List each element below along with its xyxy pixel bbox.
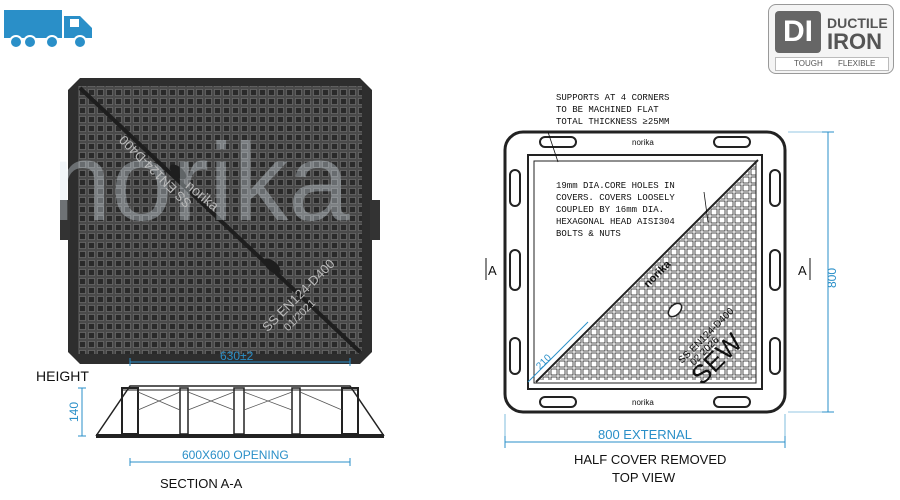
note-supports-line: SUPPORTS AT 4 CORNERS [556, 93, 670, 103]
di-mark: DI [775, 11, 821, 53]
top-view-caption-1: HALF COVER REMOVED [574, 452, 727, 467]
note-core-line: 19mm DIA.CORE HOLES IN [556, 181, 675, 191]
photo-watermark: norika [60, 121, 350, 244]
note-supports-line: TO BE MACHINED FLAT [556, 105, 659, 115]
badge-line1: DUCTILE [827, 15, 888, 31]
note-core-line: COUPLED BY 16mm DIA. [556, 205, 665, 215]
section-mark-right: A [798, 263, 807, 278]
top-view-caption-2: TOP VIEW [612, 470, 676, 485]
badge-tag-left: TOUGH [794, 59, 823, 68]
section-caption: SECTION A-A [160, 476, 243, 491]
dim-800-external: 800 EXTERNAL [598, 427, 692, 442]
ductile-iron-badge: DI DUCTILE IRON TOUGH FLEXIBLE [768, 4, 894, 74]
note-supports: SUPPORTS AT 4 CORNERS TO BE MACHINED FLA… [556, 92, 669, 128]
dim-800: 800 [825, 268, 839, 288]
note-core-line: HEXAGONAL HEAD AISI304 [556, 217, 675, 227]
section-drawing: 630±2 140 600X600 OPENING [67, 350, 385, 466]
dim-630: 630±2 [220, 350, 254, 363]
note-core-line: BOLTS & NUTS [556, 229, 621, 239]
section-mark-left: A [488, 263, 497, 278]
height-label: HEIGHT [36, 368, 89, 384]
dim-140: 140 [67, 402, 81, 422]
cover-photo: norika norika SS EN124-D400 SS EN124-D40… [60, 78, 380, 364]
dim-opening: 600X600 OPENING [182, 448, 289, 462]
frame-brand-bottom: norika [632, 398, 654, 407]
frame-brand-top: norika [632, 138, 654, 147]
note-supports-line: TOTAL THICKNESS ≥25MM [556, 117, 670, 127]
badge-tag-right: FLEXIBLE [838, 59, 876, 68]
note-core-holes: 19mm DIA.CORE HOLES IN COVERS. COVERS LO… [556, 180, 675, 240]
note-core-line: COVERS. COVERS LOOSELY [556, 193, 675, 203]
badge-line2: IRON [827, 29, 882, 54]
truck-icon [4, 10, 92, 49]
badge-tagline: TOUGH FLEXIBLE [775, 57, 889, 71]
top-view-drawing: A A 800 EXTERNAL 800 210 norika SS EN124… [485, 130, 839, 448]
